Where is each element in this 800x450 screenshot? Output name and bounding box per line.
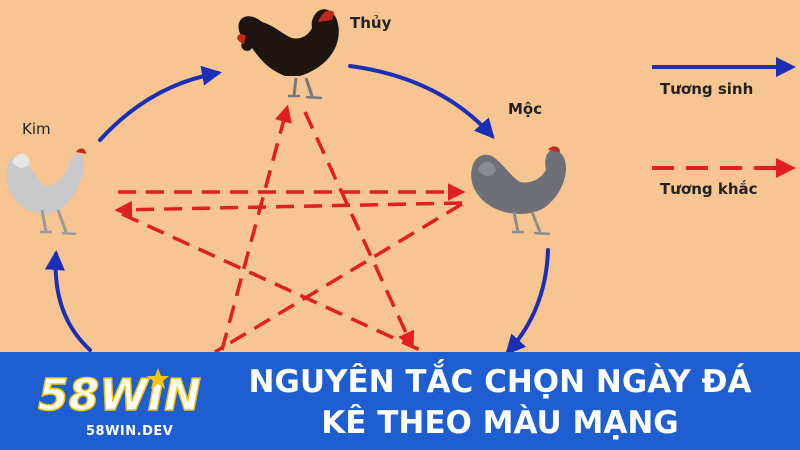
rooster-kim	[6, 148, 86, 236]
arrow-up-to-thuy	[220, 104, 292, 351]
title-banner: 58WIN 58WIN.DEV NGUYÊN TẮC CHỌN NGÀY ĐÁ …	[0, 352, 800, 450]
headline-line-1: NGUYÊN TẮC CHỌN NGÀY ĐÁ	[248, 364, 752, 400]
headline: NGUYÊN TẮC CHỌN NGÀY ĐÁ KÊ THEO MÀU MẠNG	[220, 362, 780, 444]
brand-logo-text: 58WIN	[38, 370, 201, 418]
label-moc: Mộc	[508, 100, 543, 118]
legend	[652, 57, 796, 178]
rooster-moc	[471, 146, 566, 236]
legend-overcoming-label: Tương khắc	[660, 180, 758, 198]
label-thuy: Thủy	[350, 14, 392, 32]
arrow-thuy-down	[303, 111, 415, 350]
brand-url: 58WIN.DEV	[86, 424, 174, 439]
arrow-kim-to-bottom-right	[121, 212, 421, 352]
arrow-up-to-kim	[44, 250, 92, 352]
brand-logo: 58WIN	[38, 368, 202, 418]
arrow-moc-down	[505, 248, 550, 352]
arrow-kim-to-thuy	[98, 65, 222, 142]
arrow-moc-to-bottom-left	[214, 202, 463, 352]
generating-arrows	[44, 64, 550, 352]
arrow-moc-to-kim	[114, 200, 463, 219]
headline-line-2: KÊ THEO MÀU MẠNG	[321, 405, 679, 441]
rooster-thuy	[237, 9, 339, 100]
five-elements-diagram	[6, 9, 796, 352]
brand-block: 58WIN 58WIN.DEV	[38, 366, 208, 446]
arrow-thuy-to-moc	[348, 64, 495, 139]
legend-generating-label: Tương sinh	[660, 80, 754, 98]
overcoming-arrows	[114, 104, 466, 352]
star-icon	[147, 368, 169, 389]
label-kim: Kim	[22, 120, 51, 138]
